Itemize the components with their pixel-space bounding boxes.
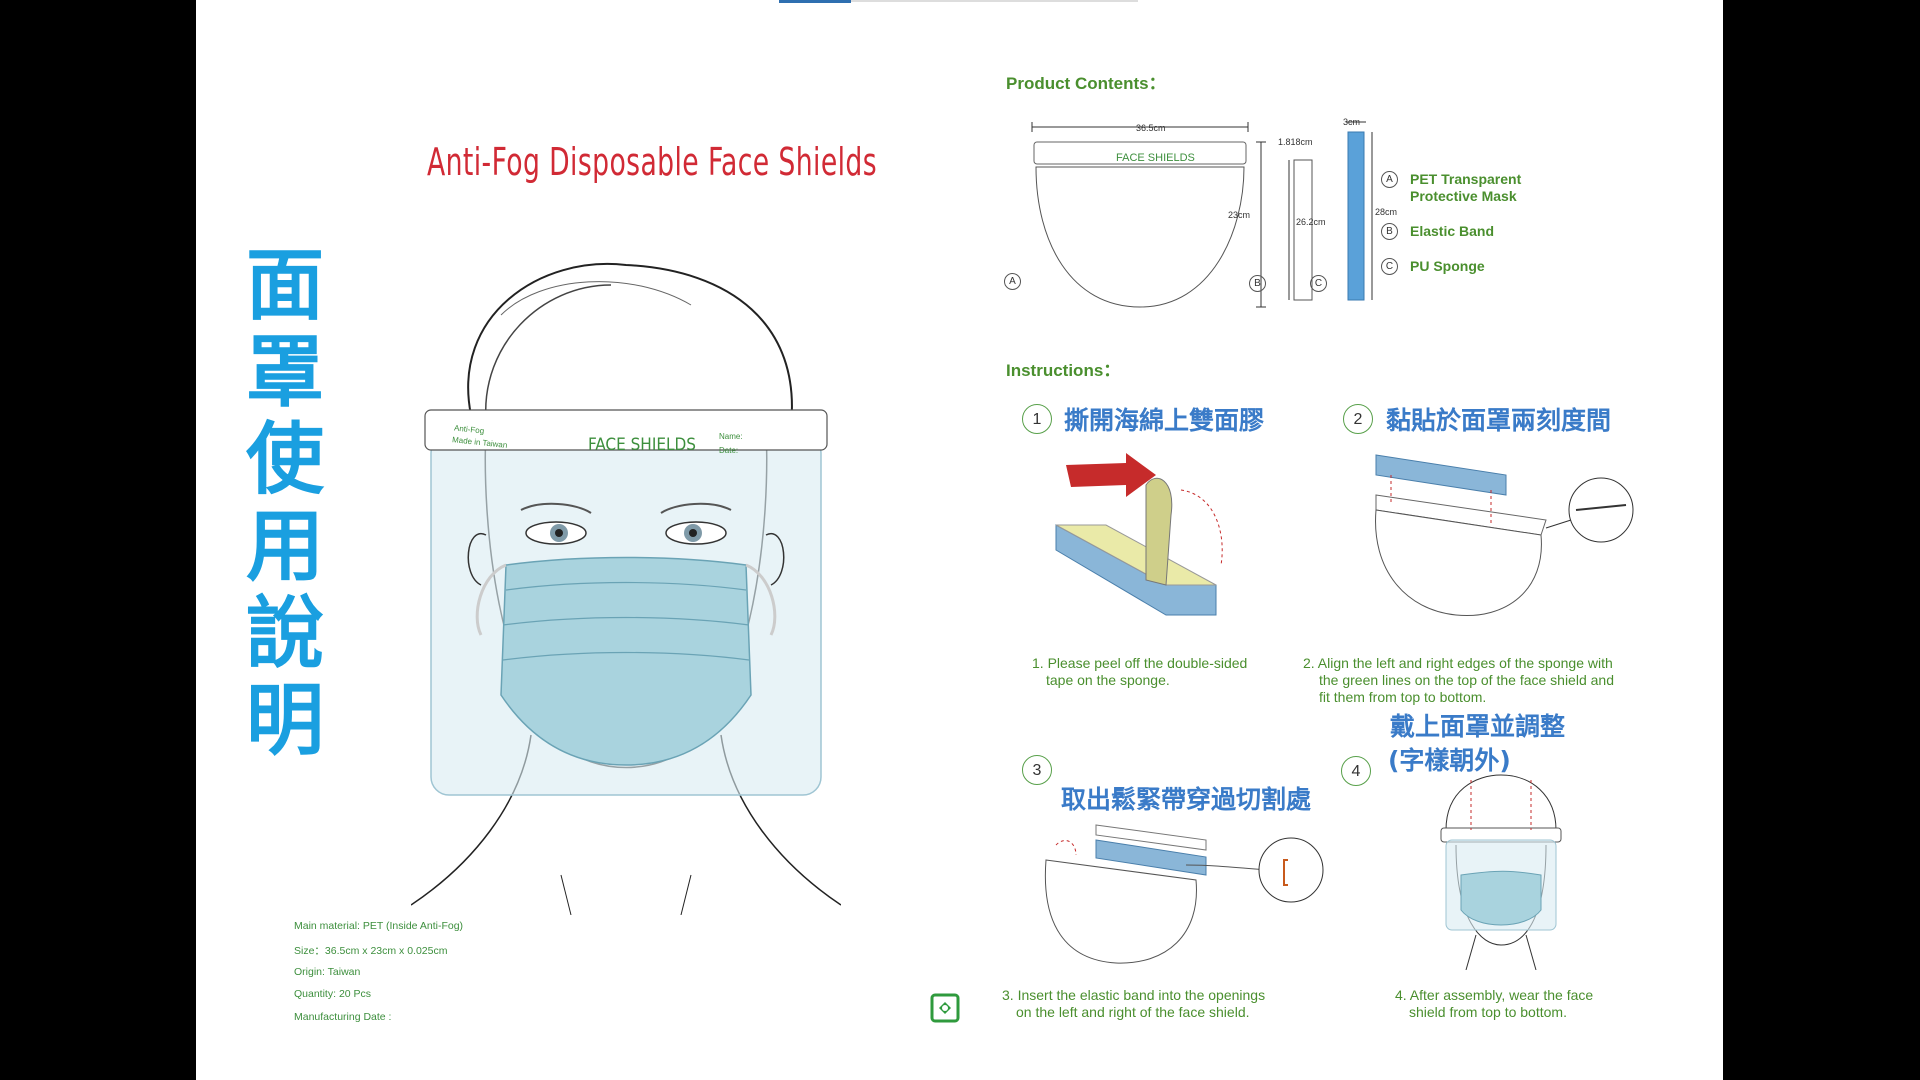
step-3-illustration [1044,824,1324,964]
step-3-number: 3 [1022,755,1052,785]
label-c: C [1310,275,1327,292]
spec-quantity: Quantity: 20 Pcs [294,988,372,1000]
dim-width: 36.5cm [1136,123,1166,133]
step-3-desc-line-2: on the left and right of the face shield… [1016,1004,1250,1020]
spec-manufacturing-date: Manufacturing Date : [294,1011,392,1023]
legend-mark-b: B [1381,223,1398,240]
product-contents-diagram [1031,121,1373,308]
dim-band-height: 26.2cm [1296,217,1326,227]
band-date-field: Date: [719,446,739,455]
step-1-number: 1 [1022,404,1052,434]
legend-text-c: PU Sponge [1410,258,1485,274]
step-1-desc-line-2: tape on the sponge. [1046,672,1170,688]
spec-material: Main material: PET (Inside Anti-Fog) [294,920,464,932]
vertical-title: 面 罩 使 用 說 明 [240,243,330,765]
step-1-desc-line-1: 1. Please peel off the double-sided [1032,655,1248,671]
legend-mark-c: C [1381,258,1398,275]
contents-band-label: FACE SHIELDS [1116,152,1195,164]
vertical-title-char: 明 [245,676,324,766]
step-4-illustration [1440,774,1562,970]
spec-origin: Origin: Taiwan [294,966,361,978]
face-illustration [411,262,841,915]
step-4-number: 4 [1341,756,1371,786]
step-2-title: 黏貼於面罩兩刻度間 [1386,406,1612,435]
legend-text-a-1: PET Transparent [1410,171,1522,187]
scroll-indicator [779,0,851,3]
vertical-title-char: 使 [245,415,324,505]
step-2-number: 2 [1343,404,1373,434]
label-a: A [1004,273,1021,290]
recycle-icon [930,993,960,1023]
vertical-title-char: 罩 [245,328,324,418]
legend-text-a-2: Protective Mask [1410,188,1517,204]
band-label: FACE SHIELDS [588,435,696,455]
step-4-desc-line-2: shield from top to bottom. [1409,1004,1567,1020]
step-4-desc-line-1: 4. After assembly, wear the face [1395,987,1594,1003]
dim-band-width: 1.818cm [1278,137,1313,147]
dim-sponge-width: 3cm [1343,117,1361,127]
step-1-title: 撕開海綿上雙面膠 [1064,406,1265,435]
step-2-desc-line-1: 2. Align the left and right edges of the… [1303,655,1613,671]
vertical-title-char: 面 [245,241,324,331]
legend-text-b: Elastic Band [1410,223,1495,239]
label-b: B [1249,275,1266,292]
scroll-track [851,0,1138,2]
dim-sponge-height: 28cm [1375,207,1398,217]
vertical-title-char: 用 [245,502,324,592]
legend-mark-a: A [1381,171,1398,188]
step-4-title-line-1: 戴上面罩並調整 [1390,712,1566,741]
step-2-desc-line-3: fit them from top to bottom. [1319,689,1487,705]
step-2-desc-line-2: the green lines on the top of the face s… [1319,672,1614,688]
step-3-desc-line-1: 3. Insert the elastic band into the open… [1002,987,1266,1003]
main-title: Anti-Fog Disposable Face Shields [427,140,878,184]
step-2-illustration [1375,454,1634,617]
dim-height-a: 23cm [1228,210,1251,220]
band-name-field: Name: [719,432,743,441]
instructions-heading: Instructions： [1006,361,1121,380]
product-contents-heading: Product Contents： [1006,74,1166,93]
step-1-illustration [1055,453,1223,616]
spec-size: Size：36.5cm x 23cm x 0.025cm [294,945,448,957]
step-3-title: 取出鬆緊帶穿過切割處 [1061,785,1312,814]
instruction-sheet: 面 罩 使 用 說 明 Anti-Fog Disposable Face Shi… [196,0,1723,1080]
step-4-title-line-2: (字樣朝外) [1388,746,1511,775]
vertical-title-char: 說 [245,589,324,679]
